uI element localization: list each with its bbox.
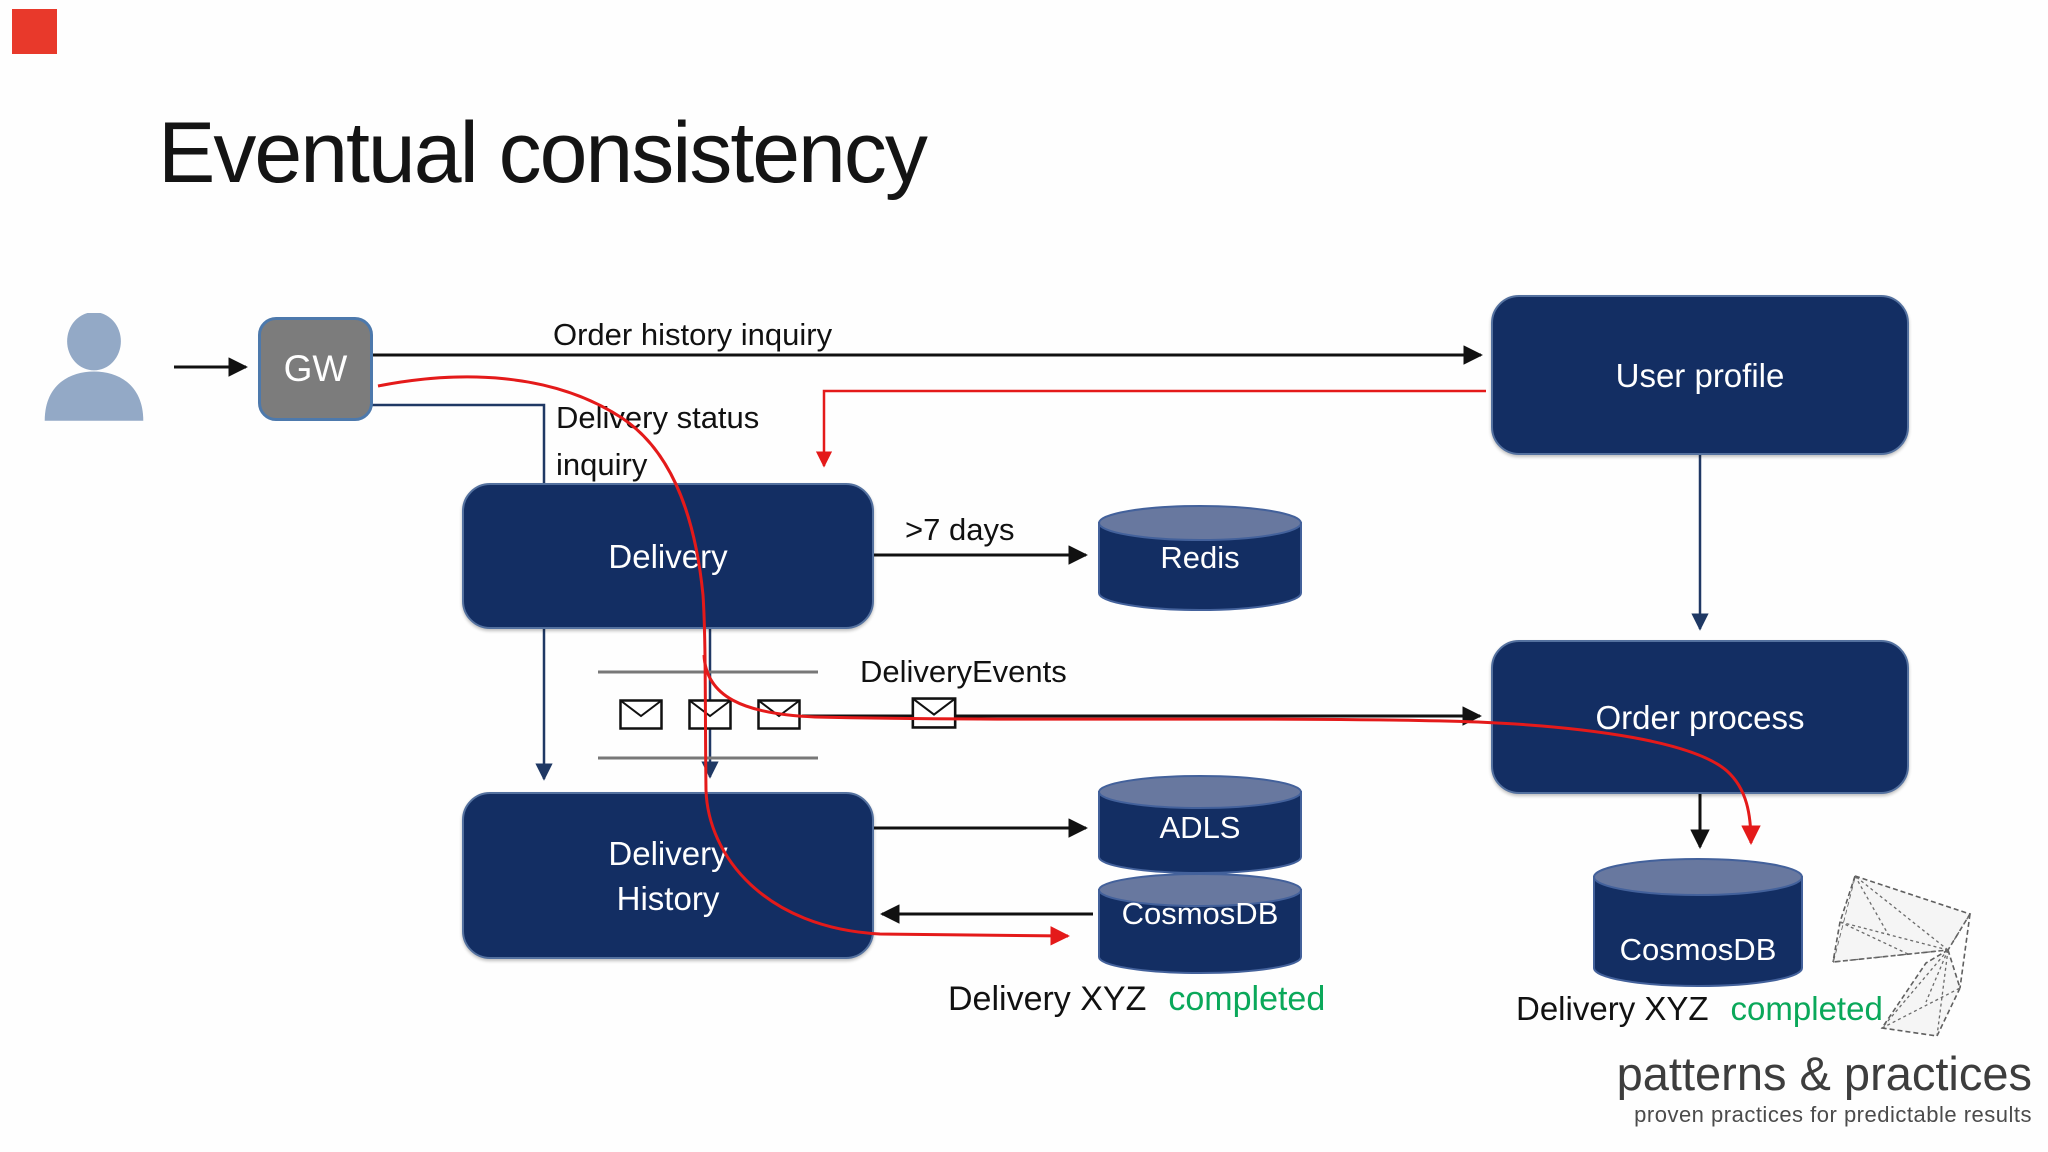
gateway-label: GW <box>283 348 348 389</box>
cosmosdb-mid-label: CosmosDB <box>1121 896 1279 931</box>
redis-label: Redis <box>1160 540 1240 575</box>
seven-days-label: >7 days <box>905 512 1015 547</box>
person-icon <box>44 313 144 421</box>
envelope-icon <box>757 699 801 730</box>
delivery-status-inquiry-label: Delivery status inquiry <box>556 400 760 482</box>
delivery-history-label: Delivery History <box>608 834 728 917</box>
delivery-status-left: Delivery XYZ completed <box>948 980 1325 1019</box>
completed-text: completed <box>1168 980 1326 1018</box>
cosmosdb-mid-cylinder-icon <box>1098 873 1302 974</box>
order-process-label: Order process <box>1595 698 1805 736</box>
corner-marker <box>12 9 57 54</box>
redis-cylinder-icon <box>1098 505 1302 611</box>
node-gateway: GW <box>258 317 373 421</box>
brand-name: patterns & practices <box>1616 1047 2032 1100</box>
node-delivery: Delivery <box>462 483 874 629</box>
delivery-xyz-text: Delivery XYZ <box>1516 990 1709 1027</box>
node-order-process: Order process <box>1491 640 1909 794</box>
user-profile-label: User profile <box>1615 356 1785 394</box>
adls-label: ADLS <box>1159 810 1241 845</box>
envelope-icon <box>911 697 957 729</box>
delivery-label: Delivery <box>608 537 728 575</box>
delivery-status-right: Delivery XYZ completed <box>1516 990 1883 1028</box>
patterns-practices-logo-icon <box>1831 874 1972 1037</box>
delivery-xyz-text: Delivery XYZ <box>948 980 1147 1018</box>
brand-tagline: proven practices for predictable results <box>1634 1102 2032 1127</box>
cosmosdb-right-cylinder-icon <box>1593 858 1803 987</box>
branding-block: patterns & practices proven practices fo… <box>1560 1048 2032 1128</box>
completed-text: completed <box>1730 990 1883 1027</box>
delivery-events-label: DeliveryEvents <box>860 654 1067 689</box>
order-history-inquiry-label: Order history inquiry <box>553 317 833 352</box>
envelope-icon <box>688 699 732 730</box>
node-user-profile: User profile <box>1491 295 1909 455</box>
cosmosdb-right-label: CosmosDB <box>1619 932 1777 967</box>
envelope-icon <box>619 699 663 730</box>
node-delivery-history: Delivery History <box>462 792 874 959</box>
page-title: Eventual consistency <box>158 105 928 201</box>
